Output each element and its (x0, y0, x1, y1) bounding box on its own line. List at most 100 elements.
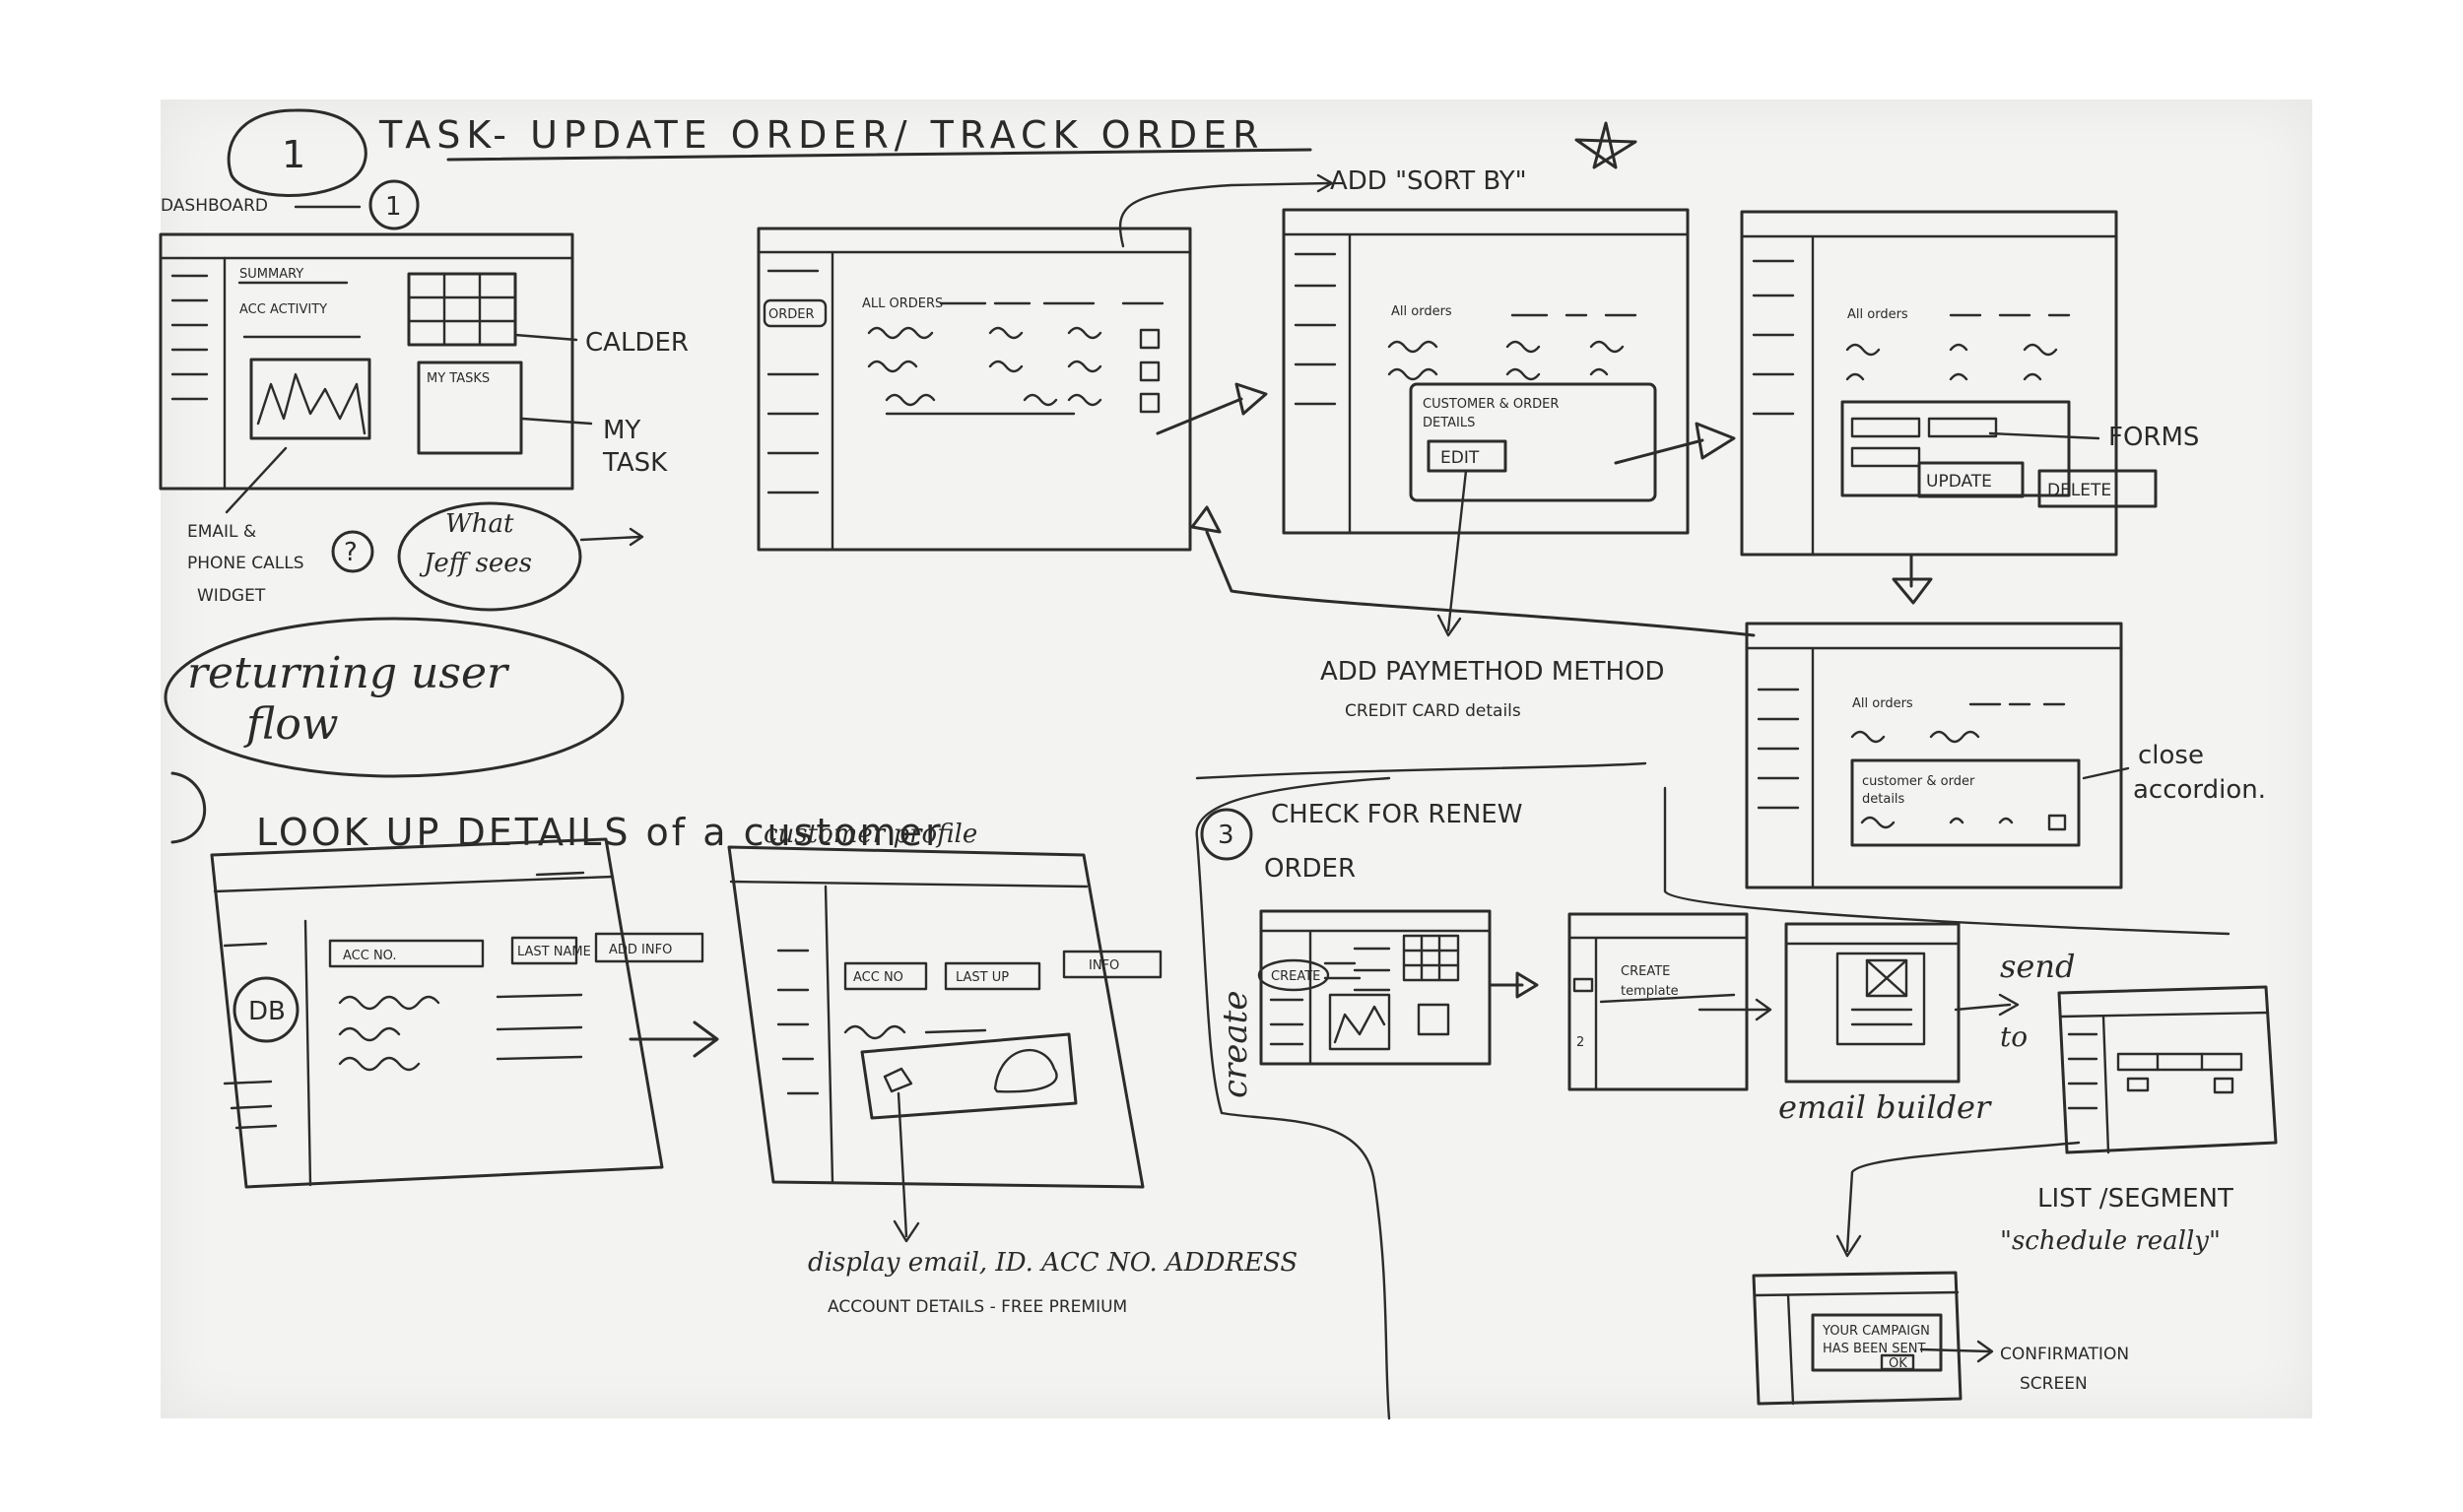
add-info-field[interactable] (594, 932, 704, 963)
template-number-2: 2 (1576, 1035, 1584, 1050)
profile-tab-last[interactable] (944, 961, 1041, 991)
dashboard-notes: EMAIL & PHONE CALLS WIDGET ? What Jeff s… (164, 501, 644, 778)
create-template-2: template (1621, 984, 1679, 999)
step3-circle (1200, 808, 1253, 861)
calendar-grid (407, 272, 517, 347)
campaign-dashboard-sketch: create CREATE (1216, 909, 1492, 1098)
email-builder-sketch: email builder (1778, 922, 1992, 1126)
edit-button-label: EDIT (1440, 448, 1480, 468)
confirmation-ok-label: OK (1889, 1356, 1907, 1371)
create-template-sketch: 2 CREATE template (1567, 912, 1749, 1091)
close-accordion-icon[interactable] (2047, 814, 2067, 831)
step2-circle-partial (170, 771, 207, 844)
form-field-3[interactable] (1850, 446, 1921, 468)
profile-detail-card (860, 1032, 1078, 1120)
display-note-2: ACCOUNT DETAILS - FREE PREMIUM (828, 1297, 1127, 1317)
list-segment-sketch: LIST /SEGMENT "schedule really" (1835, 985, 2278, 1258)
flow1-header: 1 TASK- UPDATE ORDER/ TRACK ORDER (227, 108, 1637, 197)
question-mark: ? (344, 538, 358, 567)
arrow-forms-to-accordion (1892, 555, 1933, 605)
form-field-2[interactable] (1927, 417, 1998, 438)
email-builder-label: email builder (1778, 1088, 1992, 1126)
display-note-1: display email, ID. ACC NO. ADDRESS (808, 1248, 1298, 1278)
flow3-header: 3 CHECK FOR RENEW ORDER (1195, 776, 1522, 1420)
flow2-header: LOOK UP DETAILS of a customer (170, 771, 941, 854)
profile-tab-info-label: INFO (1089, 958, 1119, 973)
flow3-boundary (1195, 776, 1391, 1420)
dashboard-label: DASHBOARD (161, 196, 268, 216)
create-button-label: CREATE (1271, 969, 1320, 984)
profile-tab-acc-label: ACC NO (853, 970, 903, 985)
order-tab-label: ORDER (768, 307, 815, 322)
dashboard-sketch: DASHBOARD 1 SUMMARY ACC ACTIVITY MY TASK… (159, 179, 689, 514)
confirmation-screen-2: SCREEN (2020, 1374, 2088, 1394)
step1-circle (227, 108, 367, 197)
section-divider (1663, 786, 2230, 936)
title-underline (446, 148, 1312, 162)
my-task-note-2: TASK (602, 448, 668, 478)
customer-search-sketch: ACC NO. LAST NAME ADD INFO DB (210, 837, 704, 1189)
confirmation-message-2: HAS BEEN SENT (1823, 1342, 1925, 1356)
step3-number: 3 (1218, 821, 1234, 850)
confirmation-message-1: YOUR CAMPAIGN (1822, 1324, 1930, 1339)
flow1-title: TASK- UPDATE ORDER/ TRACK ORDER (378, 113, 1265, 157)
all-orders-label-2: All orders (1391, 304, 1452, 319)
update-button[interactable] (1917, 461, 2025, 498)
acc-no-field[interactable] (328, 939, 485, 968)
returning-user-bubble (164, 617, 625, 778)
arrow-template-to-builder (1697, 998, 1772, 1021)
acc-activity-label: ACC ACTIVITY (239, 302, 327, 317)
customer-order-details-1: CUSTOMER & ORDER (1423, 397, 1559, 412)
customer-profile-sketch: customer profile ACC NO LAST UP INFO dis… (727, 820, 1298, 1317)
summary-label: SUMMARY (239, 267, 303, 282)
db-circle (233, 976, 300, 1043)
customer-profile-title: customer profile (764, 820, 977, 849)
confirmation-dialog (1811, 1313, 1943, 1372)
profile-tab-info[interactable] (1062, 950, 1163, 979)
my-task-note-1: MY (603, 416, 640, 445)
schedule-label: "schedule really" (2000, 1226, 2221, 1256)
my-tasks-box (417, 361, 523, 455)
confirmation-sketch: YOUR CAMPAIGN HAS BEEN SENT OK CONFIRMAT… (1752, 1271, 2129, 1406)
profile-tab-acc[interactable] (843, 961, 928, 991)
forms-note: FORMS (2108, 423, 2199, 452)
activity-chart-line (256, 372, 366, 435)
add-payment-note-1: ADD PAYMETHOD METHOD (1320, 657, 1665, 687)
confirmation-ok-button[interactable] (1880, 1353, 1915, 1371)
dashboard-step-circle (368, 179, 420, 230)
delete-button[interactable] (2037, 469, 2158, 508)
image-placeholder-icon (1865, 958, 1908, 998)
what-jeff-sees-2: Jeff sees (419, 549, 532, 578)
order-list-frame (757, 227, 1192, 552)
arrow-search-to-profile (629, 1020, 719, 1058)
confirmation-frame (1752, 1271, 1963, 1406)
email-canvas (1835, 952, 1926, 1046)
last-name-label: LAST NAME (517, 945, 591, 959)
campaign-dashboard-frame (1259, 909, 1492, 1066)
accordion-details-2: details (1862, 792, 1905, 807)
activity-chart-box (249, 358, 371, 440)
accordion-panel (1850, 758, 2081, 847)
db-label: DB (248, 997, 286, 1026)
create-button[interactable] (1257, 958, 1330, 992)
close-accordion-note-2: accordion. (2133, 775, 2266, 805)
forms-sketch: All orders FORMS UPDATE DELETE (1740, 210, 2199, 557)
order-list-sketch: ADD "SORT BY" ORDER ALL ORDERS (757, 166, 1527, 552)
last-name-field[interactable] (510, 936, 578, 965)
customer-order-details-panel (1409, 382, 1657, 502)
order-tab (763, 298, 828, 328)
send-step: send to (1954, 948, 2075, 1053)
form-field-1[interactable] (1850, 417, 1921, 438)
confirmation-screen-1: CONFIRMATION (2000, 1345, 2129, 1364)
arrow-dashboard-to-template (1488, 971, 1539, 999)
flow3-title-2: ORDER (1264, 854, 1356, 884)
dashboard-frame (159, 232, 574, 491)
customer-order-details-2: DETAILS (1423, 416, 1475, 430)
accordion-details-1: customer & order (1862, 774, 1975, 789)
returning-user-2: flow (243, 699, 339, 750)
star-icon (1574, 121, 1637, 169)
list-segment-label: LIST /SEGMENT (2037, 1184, 2233, 1214)
profile-tab-last-label: LAST UP (956, 970, 1009, 985)
delete-button-label: DELETE (2047, 481, 2111, 500)
customer-detail-frame (1282, 208, 1690, 535)
